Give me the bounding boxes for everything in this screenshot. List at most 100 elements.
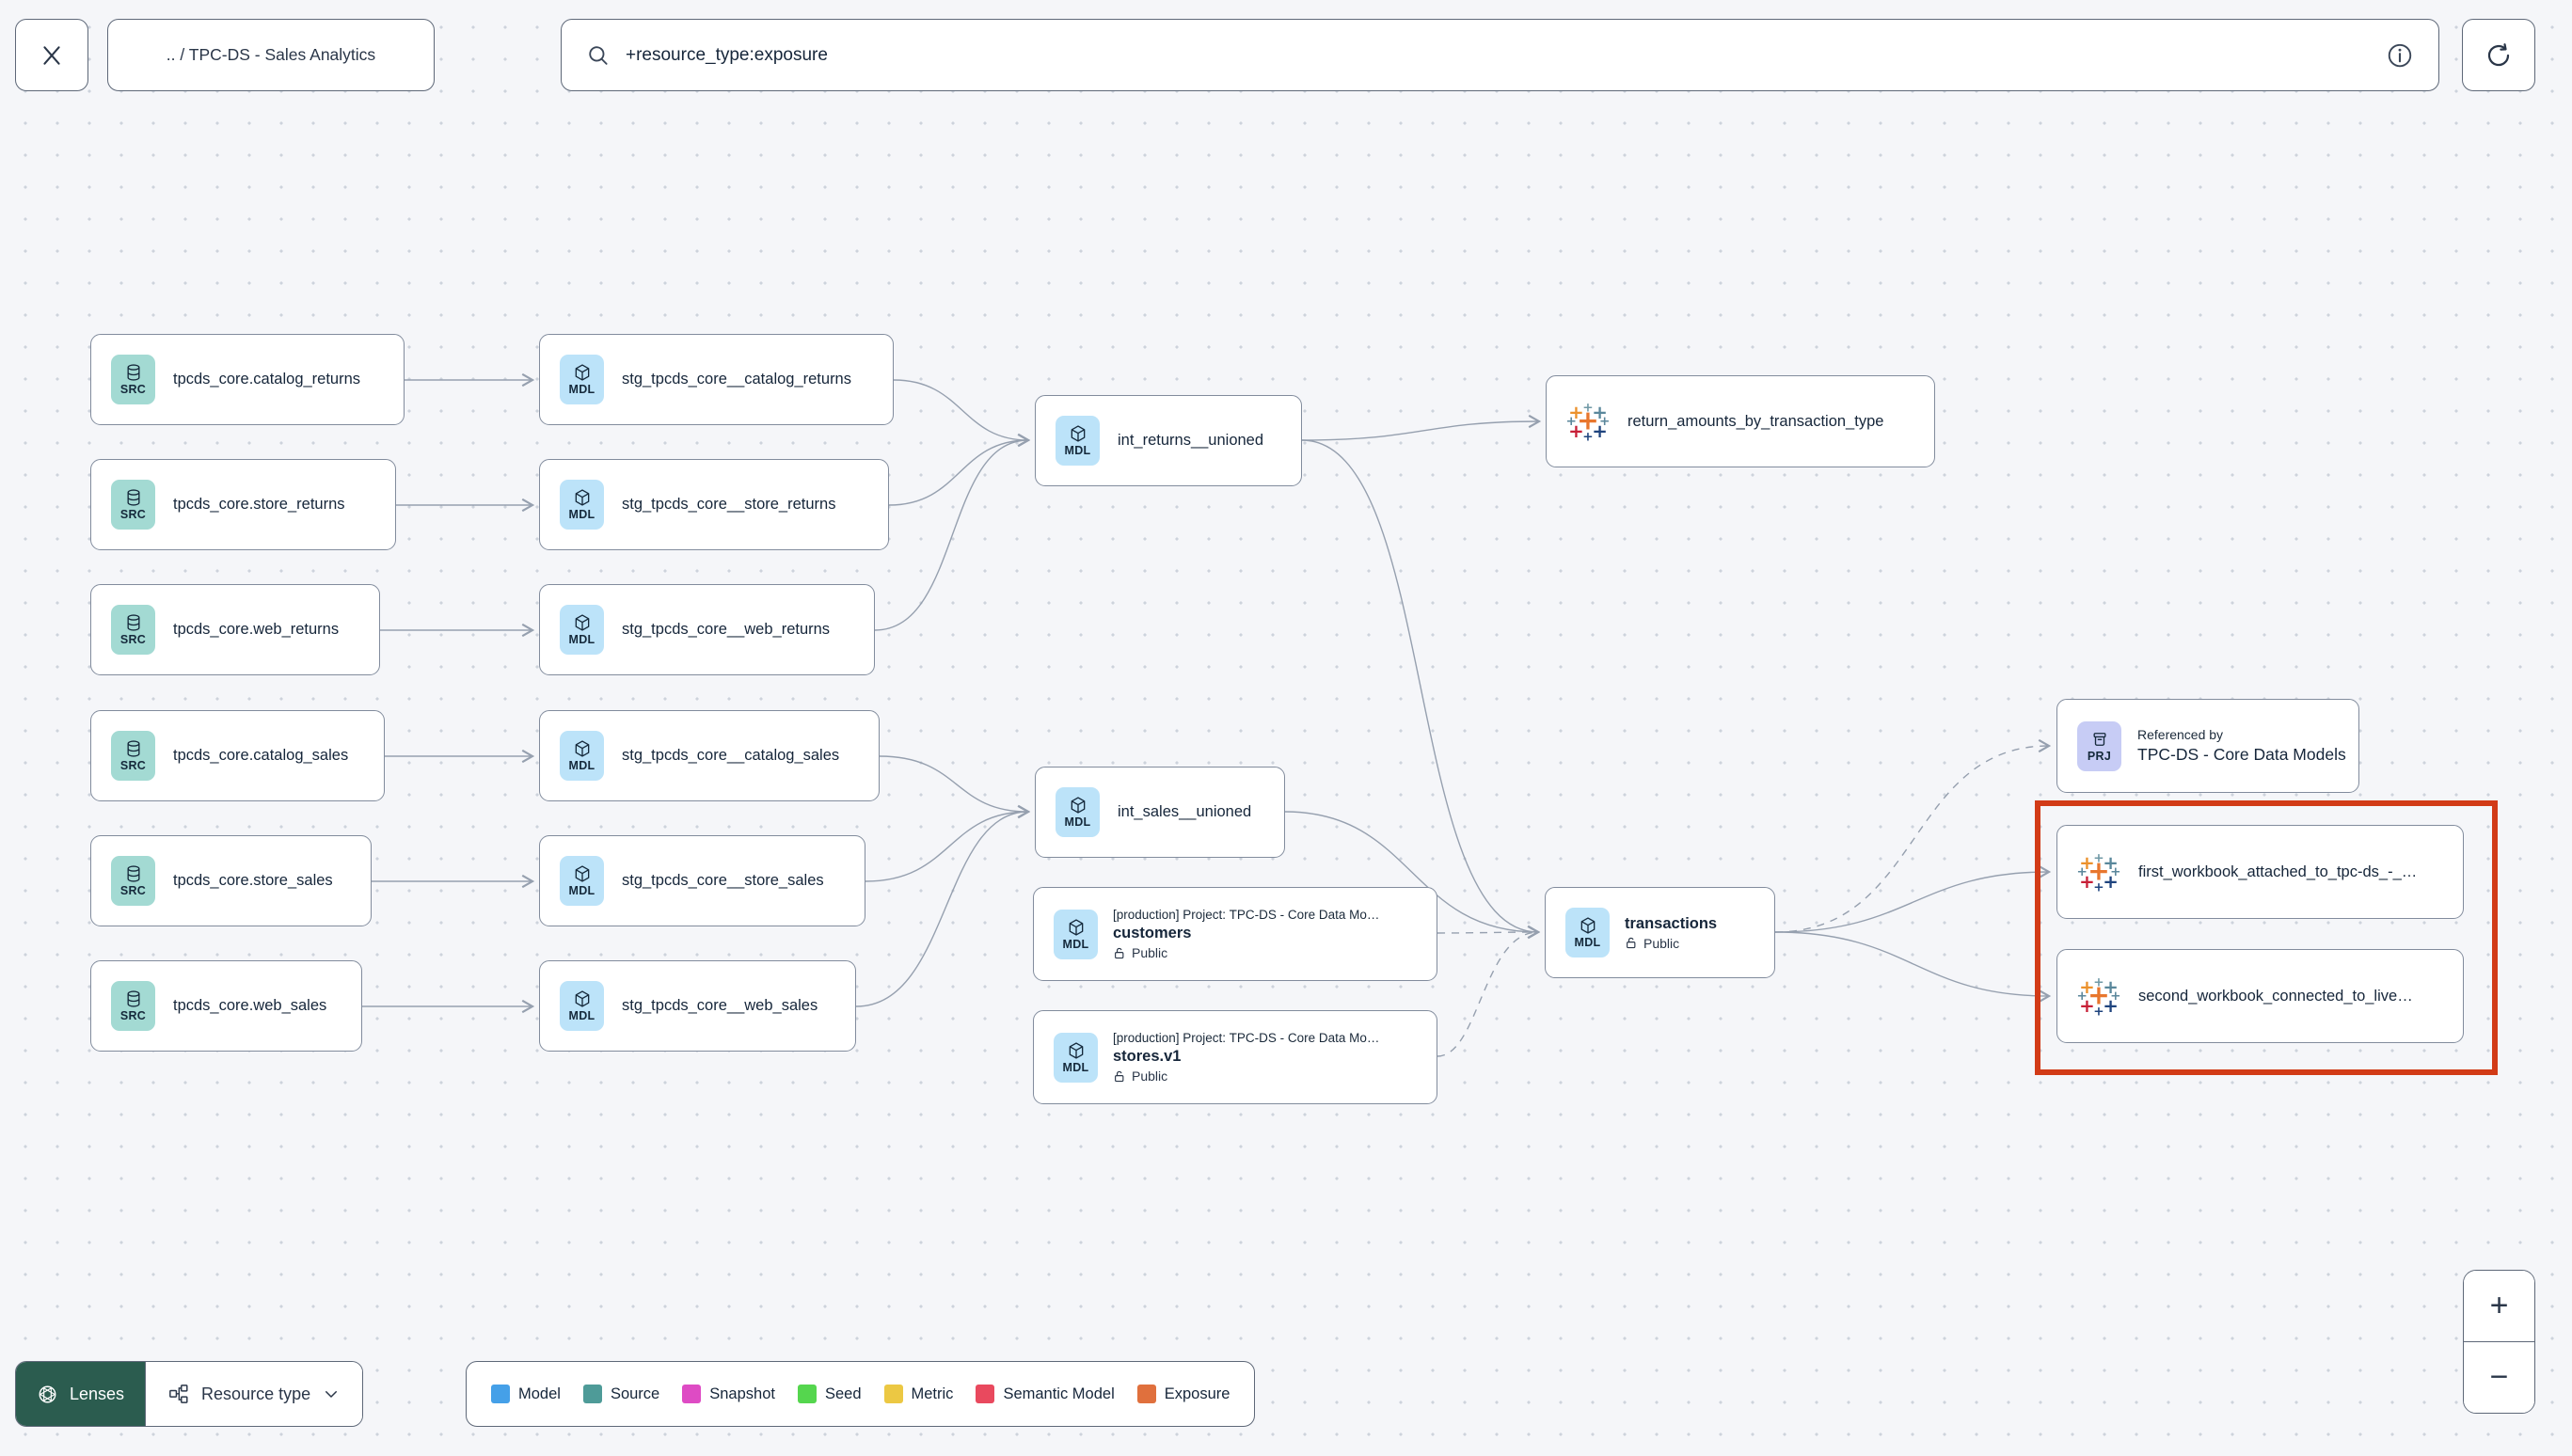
project-line: [production] Project: TPC-DS - Core Data… (1113, 1031, 1380, 1045)
svg-text:+: + (2093, 974, 2104, 989)
model-chip: MDL (1054, 909, 1098, 959)
node-source-web-returns[interactable]: SRC tpcds_core.web_returns (90, 584, 380, 675)
zoom-in-button[interactable]: + (2464, 1271, 2534, 1341)
database-icon (127, 614, 139, 631)
cube-icon (575, 614, 589, 631)
edge-transactions-project (1774, 738, 2052, 933)
svg-text:+: + (2103, 995, 2119, 1017)
edge-int-returns-transactions (1301, 439, 1541, 940)
node-model-stg-catalog-returns[interactable]: MDL stg_tpcds_core__catalog_returns (539, 334, 894, 425)
edge-stores-transactions (1437, 925, 1541, 1057)
svg-text:+: + (1599, 414, 1610, 429)
resource-type-dropdown[interactable]: Resource type (145, 1362, 363, 1426)
node-model-int-returns-unioned[interactable]: MDL int_returns__unioned (1035, 395, 1302, 486)
cube-icon (575, 740, 589, 757)
model-chip: MDL (1565, 908, 1610, 957)
svg-text:+: + (2093, 1005, 2104, 1018)
edge-int-returns-exposure (1301, 414, 1542, 441)
legend-item-source: Source (582, 1385, 659, 1403)
cube-icon (1069, 918, 1083, 936)
breadcrumb[interactable]: .. / TPC-DS - Sales Analytics (107, 19, 435, 91)
resource-type-icon (169, 1385, 188, 1403)
model-chip: MDL (560, 480, 604, 530)
model-chip: MDL (1056, 787, 1100, 837)
cube-icon (575, 990, 589, 1007)
search-bar[interactable] (561, 19, 2439, 91)
edge-stg-web-sales-int (855, 804, 1031, 1007)
svg-text:+: + (1582, 400, 1593, 415)
node-model-stg-store-sales[interactable]: MDL stg_tpcds_core__store_sales (539, 835, 865, 926)
node-source-catalog-returns[interactable]: SRC tpcds_core.catalog_returns (90, 334, 405, 425)
node-source-web-sales[interactable]: SRC tpcds_core.web_sales (90, 960, 362, 1052)
edge-transactions-first-workbook (1774, 864, 2052, 933)
refresh-button[interactable] (2462, 19, 2535, 91)
cube-icon (1071, 797, 1085, 814)
svg-text:+: + (2110, 989, 2120, 1004)
model-chip: MDL (560, 981, 604, 1031)
resource-type-label: Resource type (201, 1384, 311, 1403)
edge-stg-catalog-sales-int (879, 755, 1031, 819)
access-badge: Public (1113, 1068, 1379, 1084)
legend-swatch (797, 1385, 817, 1403)
svg-text:+: + (1568, 420, 1584, 442)
svg-text:+: + (1592, 420, 1608, 442)
refresh-icon (2487, 42, 2510, 66)
source-chip: SRC (111, 856, 155, 906)
svg-text:+: + (1568, 402, 1584, 423)
edge-stg-store-sales-int (865, 804, 1031, 882)
node-model-transactions[interactable]: MDL transactions Public (1545, 887, 1775, 978)
model-chip: MDL (1054, 1032, 1098, 1083)
node-model-stg-catalog-sales[interactable]: MDL stg_tpcds_core__catalog_sales (539, 710, 880, 801)
legend-swatch (1136, 1385, 1156, 1403)
legend-item-snapshot: Snapshot (682, 1385, 775, 1403)
node-model-customers[interactable]: MDL [production] Project: TPC-DS - Core … (1033, 887, 1437, 981)
legend-swatch (883, 1385, 903, 1403)
node-exposure-second-workbook[interactable]: + + + + + + + + + second_workbook_connec… (2056, 949, 2464, 1043)
source-chip: SRC (111, 981, 155, 1031)
svg-text:+: + (1566, 414, 1577, 429)
resource-type-legend: Model Source Snapshot Seed Metric Semant… (466, 1361, 1256, 1427)
source-chip: SRC (111, 605, 155, 655)
node-source-store-sales[interactable]: SRC tpcds_core.store_sales (90, 835, 372, 926)
database-icon (127, 990, 139, 1007)
node-exposure-return-amounts[interactable]: + + + + + + + + + return_amounts_by_tran… (1546, 375, 1935, 467)
database-icon (127, 489, 139, 506)
node-exposure-first-workbook[interactable]: + + + + + + + + + first_workbook_attache… (2056, 825, 2464, 919)
legend-item-model: Model (491, 1385, 561, 1403)
svg-text:+: + (2103, 976, 2119, 998)
unlock-icon (1115, 1070, 1124, 1082)
zoom-controls: + − (2463, 1270, 2535, 1414)
close-button[interactable] (15, 19, 88, 91)
node-source-store-returns[interactable]: SRC tpcds_core.store_returns (90, 459, 396, 550)
search-input[interactable] (626, 44, 2371, 66)
model-chip: MDL (560, 355, 604, 404)
node-referenced-by-project[interactable]: PRJ Referenced by TPC-DS - Core Data Mod… (2056, 699, 2359, 793)
legend-item-metric: Metric (883, 1385, 953, 1403)
tableau-icon: + + + + + + + + + (1566, 400, 1610, 443)
node-model-int-sales-unioned[interactable]: MDL int_sales__unioned (1035, 767, 1285, 858)
source-chip: SRC (111, 480, 155, 530)
node-model-stg-store-returns[interactable]: MDL stg_tpcds_core__store_returns (539, 459, 889, 550)
node-model-stg-web-sales[interactable]: MDL stg_tpcds_core__web_sales (539, 960, 856, 1052)
source-chip: SRC (111, 731, 155, 781)
zoom-out-button[interactable]: − (2464, 1341, 2534, 1413)
breadcrumb-label: .. / TPC-DS - Sales Analytics (166, 45, 376, 64)
svg-text:+: + (2079, 976, 2095, 998)
model-chip: MDL (560, 731, 604, 781)
edge-customers-transactions (1437, 925, 1541, 940)
cube-icon (1069, 1041, 1083, 1059)
svg-text:+: + (2093, 880, 2104, 894)
svg-text:+: + (2103, 852, 2119, 874)
lenses-button[interactable]: Lenses (16, 1362, 146, 1426)
search-icon (589, 45, 608, 65)
node-model-stores-v1[interactable]: MDL [production] Project: TPC-DS - Core … (1033, 1010, 1437, 1104)
database-icon (127, 865, 139, 882)
svg-text:+: + (2110, 864, 2120, 879)
tableau-icon: + + + + + + + + + (2077, 850, 2120, 894)
node-model-stg-web-returns[interactable]: MDL stg_tpcds_core__web_returns (539, 584, 875, 675)
project-line: [production] Project: TPC-DS - Core Data… (1113, 908, 1380, 922)
svg-text:+: + (2079, 995, 2095, 1017)
node-source-catalog-sales[interactable]: SRC tpcds_core.catalog_sales (90, 710, 385, 801)
info-icon[interactable] (2386, 41, 2414, 70)
